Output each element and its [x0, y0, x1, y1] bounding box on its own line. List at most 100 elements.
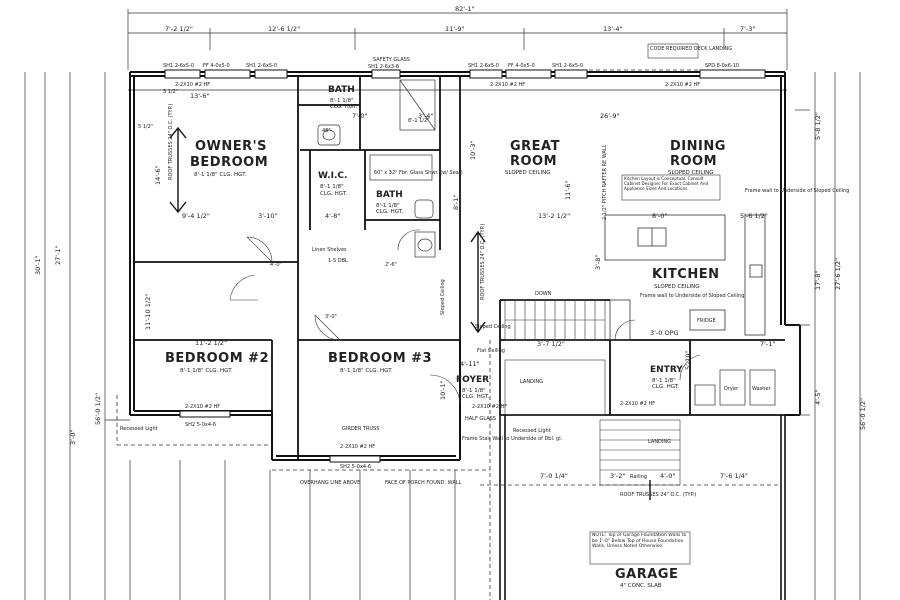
header-label-6: 2-2X10 #2 HF [472, 404, 507, 410]
garage: GARAGE 4" CONC. SLAB [615, 567, 678, 589]
great-room: GREAT ROOM SLOPED CEILING [505, 139, 560, 176]
recessed-right-note: Recessed Light [513, 428, 551, 434]
dining-room-name-1: DINING [670, 139, 726, 154]
roof-trusses-left: ROOF TRUSSES 24" O.C. (TYP.) [168, 104, 174, 180]
left-dimension-lines [24, 72, 130, 600]
bath2-fixtures [369, 154, 436, 258]
dim-left-2: 56'-0 1/2" [94, 393, 102, 425]
bedroom2-spec: 8'-1 1/8" CLG. HGT. [180, 368, 233, 374]
dim-second-0: 13'-6" [190, 92, 210, 100]
dim-misc-10: 5'-6 1/2" [740, 212, 768, 220]
garage-spec: 4" CONC. SLAB [620, 583, 662, 589]
stairs [504, 299, 681, 486]
chimney-note: 2 1/2" PITCH RAFTER RE WALL [602, 144, 608, 220]
interior-walls [134, 76, 785, 460]
small-dim-3: 4'-0" [270, 262, 282, 268]
dim-left-1: 27'-1" [54, 245, 62, 265]
dining-room-spec: SLOPED CEILING [668, 170, 713, 176]
dim-left-0: 30'-1" [34, 255, 42, 275]
roof-trusses-mid: ROOF TRUSSES 24" O.C. (TYP.) [480, 224, 486, 300]
header-label-5: 2-2X10 #2 HF [620, 401, 655, 407]
foyer-name: FOYER [456, 375, 489, 385]
dim-misc-17: 3'-8" [594, 255, 602, 270]
window-label-6: SPD 8-0x6-10 [705, 63, 739, 69]
great-room-name-2: ROOM [510, 154, 557, 169]
window-label-4: FF 4-0x5-0 [508, 63, 535, 69]
small-dim-4: 3'-0" [325, 314, 337, 320]
dim-right-4: 56'-0 1/2" [859, 398, 867, 430]
dim-misc-16: 7'-6 1/4" [720, 472, 748, 480]
dim-misc-3: 4'-8" [325, 212, 340, 220]
bedroom-2: BEDROOM #2 8'-1 1/8" CLG. HGT. [165, 351, 269, 374]
code-deck-label: CODE REQUIRED DECK LANDING [650, 46, 732, 52]
door-swings [229, 229, 701, 406]
bedroom2-name: BEDROOM #2 [165, 351, 269, 366]
down-label: DOWN [535, 291, 552, 297]
small-dim-0: 3 1/2" [163, 89, 178, 95]
bath1-spec-2: CLG. HGT. [330, 104, 358, 110]
dim-misc-14: 3'-2" [610, 472, 625, 480]
dim-misc-15: 4'-0" [660, 472, 675, 480]
porch-face-note: FACE OF PORCH FOUND. WALL [385, 480, 462, 486]
bedroom3-spec: 8'-1 1/8" CLG. HGT. [340, 368, 393, 374]
great-room-spec: SLOPED CEILING [505, 170, 550, 176]
foyer-spec-2: CLG. HGT. [462, 394, 490, 400]
dim-top-3: 13'-4" [603, 25, 623, 33]
wic-spec-1: 8'-1 1/8" [320, 184, 344, 190]
truss-arrows [169, 126, 651, 500]
sloped-ceiling-mid: Sloped Ceiling [440, 279, 446, 315]
great-room-name-1: GREAT [510, 139, 560, 154]
overall-width-dim: 82'-1" [455, 5, 475, 13]
header-label-1: 2-2X10 #2 HF [490, 82, 525, 88]
bath1-fixtures [317, 79, 436, 146]
window-label-3: SH1 2-6x5-0 [468, 63, 499, 69]
exterior-walls [129, 71, 801, 461]
header-label-0: 2-2X10 #2 HF [175, 82, 210, 88]
bath2: BATH 8'-1 1/8" CLG. HGT. [376, 190, 404, 215]
kitchen-name: KITCHEN [652, 267, 719, 282]
dim-misc-1: 9'-4 1/2" [182, 212, 210, 220]
wic-48-note: 48" [322, 128, 331, 134]
bath2-name: BATH [376, 190, 403, 200]
frame-wall-dining: Frame wall to Underside of Sloped Ceilin… [745, 188, 849, 194]
entry-spec-2: CLG. HGT. [652, 384, 680, 390]
fridge-label: FRIDGE [697, 318, 716, 324]
wic-spec-2: CLG. HGT. [320, 191, 348, 197]
dim-second-2: 3'-4" [418, 112, 433, 120]
window-label-0: SH1 2-6x5-0 [163, 63, 194, 69]
wic: W.I.C. 8'-1 1/8" CLG. HGT. [318, 171, 348, 197]
dim-misc-9: 8'-0" [652, 212, 667, 220]
dim-right-3: 4'-5" [814, 390, 822, 405]
dim-second-3: 26'-9" [600, 112, 620, 120]
dim-misc-6: 10'-3" [469, 140, 477, 160]
dim-misc-7: 10'-1" [439, 380, 447, 400]
owners-bedroom-name-2: BEDROOM [190, 155, 268, 170]
bottom-windows [179, 410, 381, 463]
right-dimension-lines [795, 72, 861, 600]
kitchen-spec: SLOPED CEILING [654, 284, 699, 290]
dining-room-name-2: ROOM [670, 154, 717, 169]
kitchen-note: Kitchen Layout is Conceptual. Consult Ca… [624, 176, 708, 191]
linen-note: Linen Shelves [312, 247, 347, 253]
dim-top-0: 7'-2 1/2" [165, 25, 193, 33]
dryer-label: Dryer [724, 386, 739, 392]
kitchen-fixtures [604, 214, 766, 341]
recessed-left-note: Recessed Light [120, 426, 158, 432]
washer-label: Washer [752, 386, 772, 392]
dim-misc-0: 14'-6" [154, 165, 162, 185]
dim-right-1: 17'-8" [814, 270, 822, 290]
dim-misc-13: 7'-0 1/4" [540, 472, 568, 480]
bath-window-label: SH1 2-6x3-6 [368, 64, 399, 70]
bedroom3-name: BEDROOM #3 [328, 351, 432, 366]
dim-misc-22: 5'-10" [684, 350, 692, 370]
overhang-note: OVERHANG LINE ABOVE [300, 480, 360, 486]
porch-columns [129, 460, 456, 600]
dim-top-2: 11'-9" [445, 25, 465, 33]
foyer: FOYER 8'-1 1/8" CLG. HGT. [456, 375, 490, 400]
top-dimensions [127, 9, 788, 91]
header-label-3: 2-2X10 #2 HF [185, 404, 220, 410]
garage-note-box [589, 531, 691, 565]
dim-misc-18: 4'-11" [460, 360, 480, 368]
sloped-ceiling-note: Sloped Ceiling [475, 324, 511, 330]
